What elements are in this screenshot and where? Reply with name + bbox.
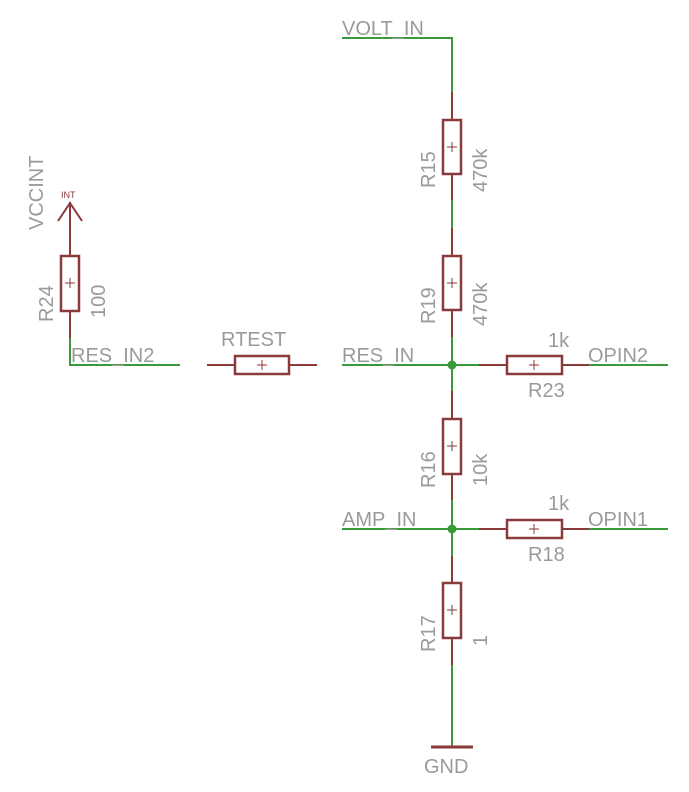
junction-res-in (447, 360, 457, 370)
resistor-r15[interactable]: R15 470k (418, 92, 492, 200)
r18-name: R18 (528, 544, 565, 566)
r24-value: 100 (88, 285, 110, 318)
vccint-label: VCCINT (26, 156, 48, 230)
resistor-rtest[interactable]: RTEST (207, 329, 317, 376)
net-label-volt-in: VOLT_IN (342, 18, 424, 40)
r23-value: 1k (548, 330, 570, 352)
net-label-res-in2: RES_IN2 (71, 345, 154, 367)
r19-value: 470k (470, 282, 492, 326)
wire-res-in2 (69, 338, 180, 366)
wire-volt-in (342, 37, 453, 92)
r17-value: 1 (470, 635, 492, 646)
vccint-supply-symbol: INT VCCINT (26, 156, 83, 230)
r15-value: 470k (470, 148, 492, 192)
resistor-r19[interactable]: R19 470k (418, 228, 492, 337)
r17-name: R17 (418, 615, 440, 652)
r24-name: R24 (36, 285, 58, 322)
net-label-amp-in: AMP_IN (342, 509, 416, 531)
r23-name: R23 (528, 380, 565, 402)
net-label-res-in: RES_IN (342, 345, 414, 367)
resistor-r17[interactable]: R17 1 (418, 556, 492, 665)
r19-name: R19 (418, 287, 440, 324)
gnd-symbol: GND (424, 745, 473, 778)
wires (69, 37, 668, 746)
r18-value: 1k (548, 493, 570, 515)
r16-value: 10k (470, 453, 492, 486)
resistor-r23[interactable]: 1k R23 (479, 330, 589, 402)
junction-amp-in (447, 524, 457, 534)
resistor-r24[interactable]: R24 100 (36, 228, 110, 338)
rtest-name: RTEST (221, 329, 286, 351)
resistor-r18[interactable]: 1k R18 (479, 493, 589, 566)
gnd-label: GND (424, 756, 468, 778)
r16-name: R16 (418, 451, 440, 488)
supply-arrow-icon (57, 201, 83, 222)
resistor-r16[interactable]: R16 10k (418, 391, 492, 500)
net-labels: VOLT_IN RES_IN RES_IN2 AMP_IN OPIN2 OPIN… (71, 18, 648, 531)
r15-name: R15 (418, 151, 440, 188)
net-label-opin2: OPIN2 (588, 345, 648, 367)
int-label: INT (61, 190, 76, 200)
net-label-opin1: OPIN1 (588, 509, 648, 531)
